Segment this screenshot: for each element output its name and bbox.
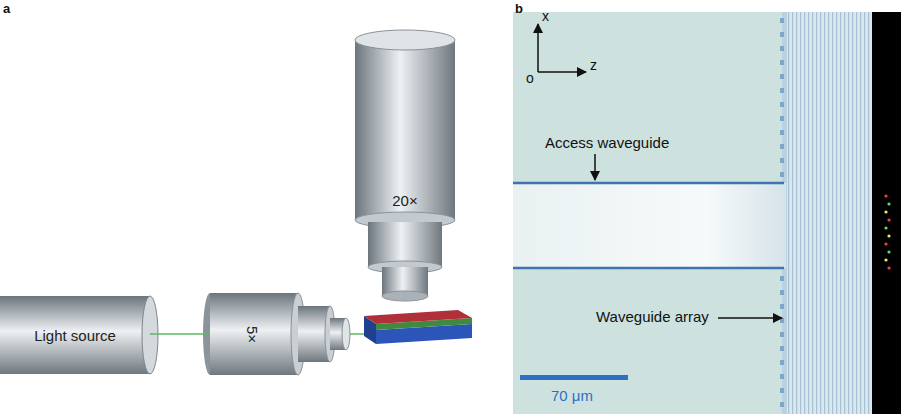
callout-label: Waveguide array (596, 308, 709, 325)
leader-arrow (718, 317, 782, 319)
chip-layers (364, 310, 472, 344)
panel-letter: a (3, 1, 10, 16)
node-text: 20× (392, 192, 417, 209)
objective-label-box: 20× (355, 150, 455, 250)
light-source-box: Light source (0, 296, 150, 374)
leader-arrow (594, 154, 596, 180)
objective-5x (203, 293, 350, 375)
scale-bar (520, 375, 628, 380)
light-beam (150, 333, 210, 335)
scale-label: 70 μm (551, 387, 593, 404)
axis-label: x (542, 8, 549, 24)
node-text: 5× (244, 325, 261, 342)
axis-label: o (526, 70, 534, 86)
node-text: Light source (34, 327, 116, 344)
objective-20x (355, 30, 455, 301)
axes (538, 24, 586, 72)
callout-label: Access waveguide (545, 134, 669, 151)
objective-label-box: 5× (210, 293, 346, 375)
light-source-body (0, 296, 158, 374)
micrograph (513, 12, 901, 414)
axis-label: z (590, 57, 597, 73)
panel-letter: b (515, 1, 523, 16)
